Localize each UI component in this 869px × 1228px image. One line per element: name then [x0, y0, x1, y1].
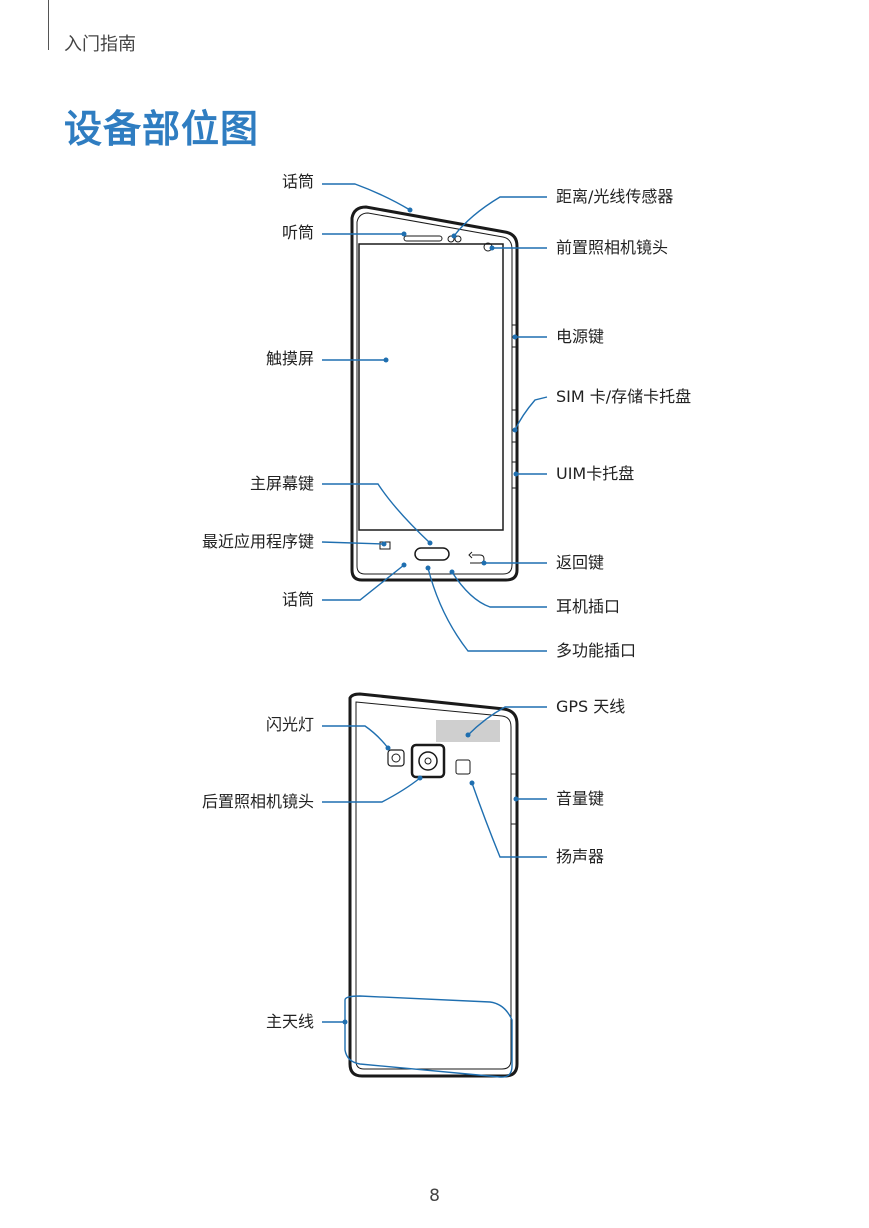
label-power-key: 电源键 — [556, 327, 605, 346]
label-speaker: 扬声器 — [556, 847, 605, 866]
leader-lines — [321, 183, 548, 1078]
touchscreen-display — [358, 243, 504, 531]
label-proximity-sensor: 距离/光线传感器 — [556, 187, 674, 206]
speaker-icon — [455, 759, 471, 775]
back-phone-illustration — [348, 692, 519, 1078]
back-key-icon — [468, 551, 485, 564]
leader-dots — [342, 207, 519, 1025]
label-multipurpose-jack: 多功能插口 — [556, 641, 637, 660]
label-rear-camera: 后置照相机镜头 — [201, 792, 314, 811]
page-number: 8 — [429, 1186, 440, 1206]
label-recent-apps-key: 最近应用程序键 — [201, 532, 314, 551]
label-earpiece: 听筒 — [281, 223, 314, 242]
label-back-key: 返回键 — [556, 553, 605, 572]
label-volume-key: 音量键 — [556, 789, 605, 808]
label-gps-antenna: GPS 天线 — [556, 697, 626, 716]
proximity-sensor-icon — [447, 235, 455, 243]
label-touchscreen: 触摸屏 — [265, 349, 314, 368]
front-phone-illustration — [350, 205, 519, 582]
rear-camera-icon — [410, 743, 446, 779]
label-mic-bottom: 话筒 — [281, 590, 314, 609]
label-mic-top: 话筒 — [281, 172, 314, 191]
gps-antenna-area — [436, 720, 500, 742]
label-front-camera: 前置照相机镜头 — [556, 238, 669, 257]
label-home-key: 主屏幕键 — [249, 474, 314, 493]
label-sim-tray: SIM 卡/存储卡托盘 — [556, 387, 692, 406]
label-uim-tray: UIM卡托盘 — [556, 464, 635, 483]
header-rule — [48, 0, 49, 50]
earpiece-grille — [403, 235, 443, 242]
home-key-icon — [414, 547, 450, 561]
page-title: 设备部位图 — [64, 107, 260, 151]
section-header: 入门指南 — [64, 34, 136, 55]
label-main-antenna: 主天线 — [265, 1012, 314, 1031]
label-flash: 闪光灯 — [265, 715, 314, 734]
flash-icon — [387, 749, 405, 767]
label-headset-jack: 耳机插口 — [556, 597, 621, 616]
